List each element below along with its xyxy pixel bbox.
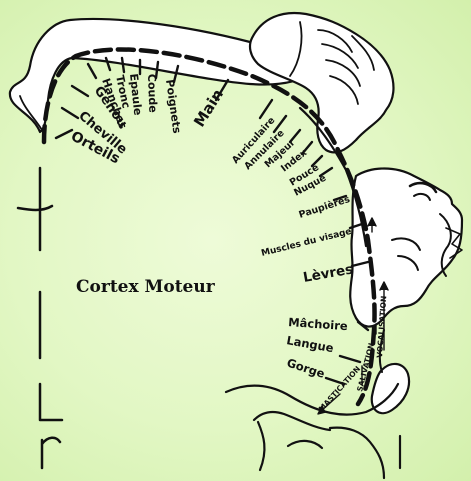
label-paupieres: Paupières xyxy=(298,194,352,221)
label-main: Main xyxy=(190,86,227,130)
label-poignets: Poignets xyxy=(163,79,184,135)
label-langue: Langue xyxy=(285,333,334,355)
body-silhouette xyxy=(10,13,462,413)
label-levres: Lèvres xyxy=(302,261,354,286)
diagram-title: Cortex Moteur xyxy=(76,277,216,297)
label-gorge: Gorge xyxy=(285,356,327,381)
label-coude: Coude xyxy=(145,74,159,113)
label-muscles-du-visage: Muscles du visage xyxy=(260,227,352,259)
label-epaule: Epaule xyxy=(127,73,144,116)
label-machoire: Mâchoire xyxy=(288,315,349,333)
